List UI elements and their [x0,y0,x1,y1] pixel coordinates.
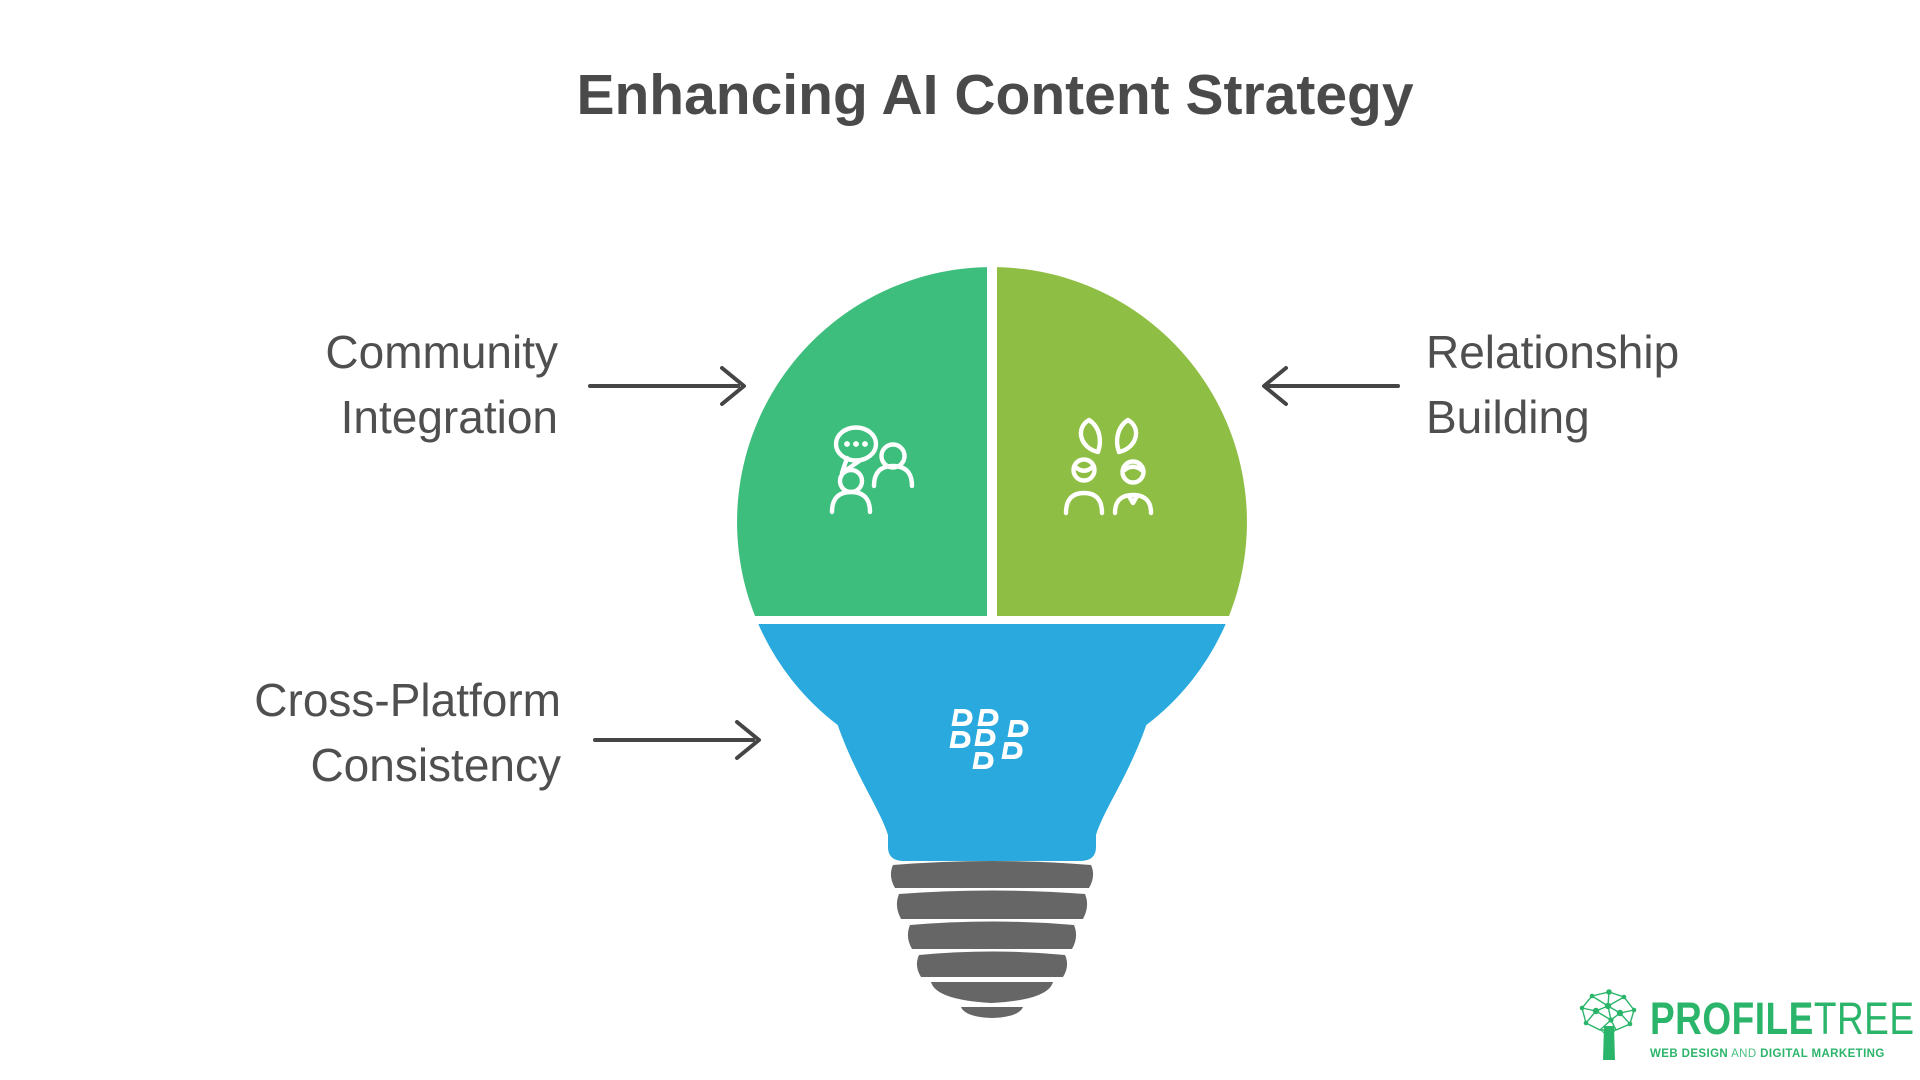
tree-network-icon [1579,989,1637,1060]
couple-leaves-icon [1063,417,1154,516]
label-crossplatform-line1: Cross-Platform [254,674,561,726]
arrow-left-relationship-icon [1262,366,1400,406]
brand-name-light: TREE [1813,993,1915,1044]
bulb-screw-base [890,861,1094,1018]
brand-name: PROFILETREE [1650,995,1915,1044]
label-community-line2: Integration [340,391,558,443]
tagline-tail: DIGITAL MARKETING [1760,1048,1885,1060]
label-crossplatform-line2: Consistency [310,739,561,791]
brand-tagline: WEB DESIGN AND DIGITAL MARKETING [1650,1048,1885,1060]
label-relationship-building: Relationship Building [1426,320,1846,450]
people-chat-icon [829,425,915,515]
lightbulb-diagram [737,267,1247,1018]
arrow-right-community-icon [588,366,746,406]
label-relationship-line2: Building [1426,391,1590,443]
label-crossplatform-consistency: Cross-Platform Consistency [161,668,561,798]
segment-community [737,267,987,616]
arrow-right-crossplatform-icon [593,720,761,760]
tagline-lead: WEB DESIGN [1650,1048,1729,1060]
label-relationship-line1: Relationship [1426,326,1680,378]
tagline-and: AND [1728,1048,1761,1060]
brand-name-bold: PROFILE [1650,993,1814,1044]
segment-relationship [997,267,1247,616]
label-community-line1: Community [325,326,558,378]
page-title: Enhancing AI Content Strategy [576,63,1414,127]
profiletree-logo: PROFILETREE WEB DESIGN AND DIGITAL MARKE… [1578,988,1915,1060]
label-community-integration: Community Integration [158,320,558,450]
